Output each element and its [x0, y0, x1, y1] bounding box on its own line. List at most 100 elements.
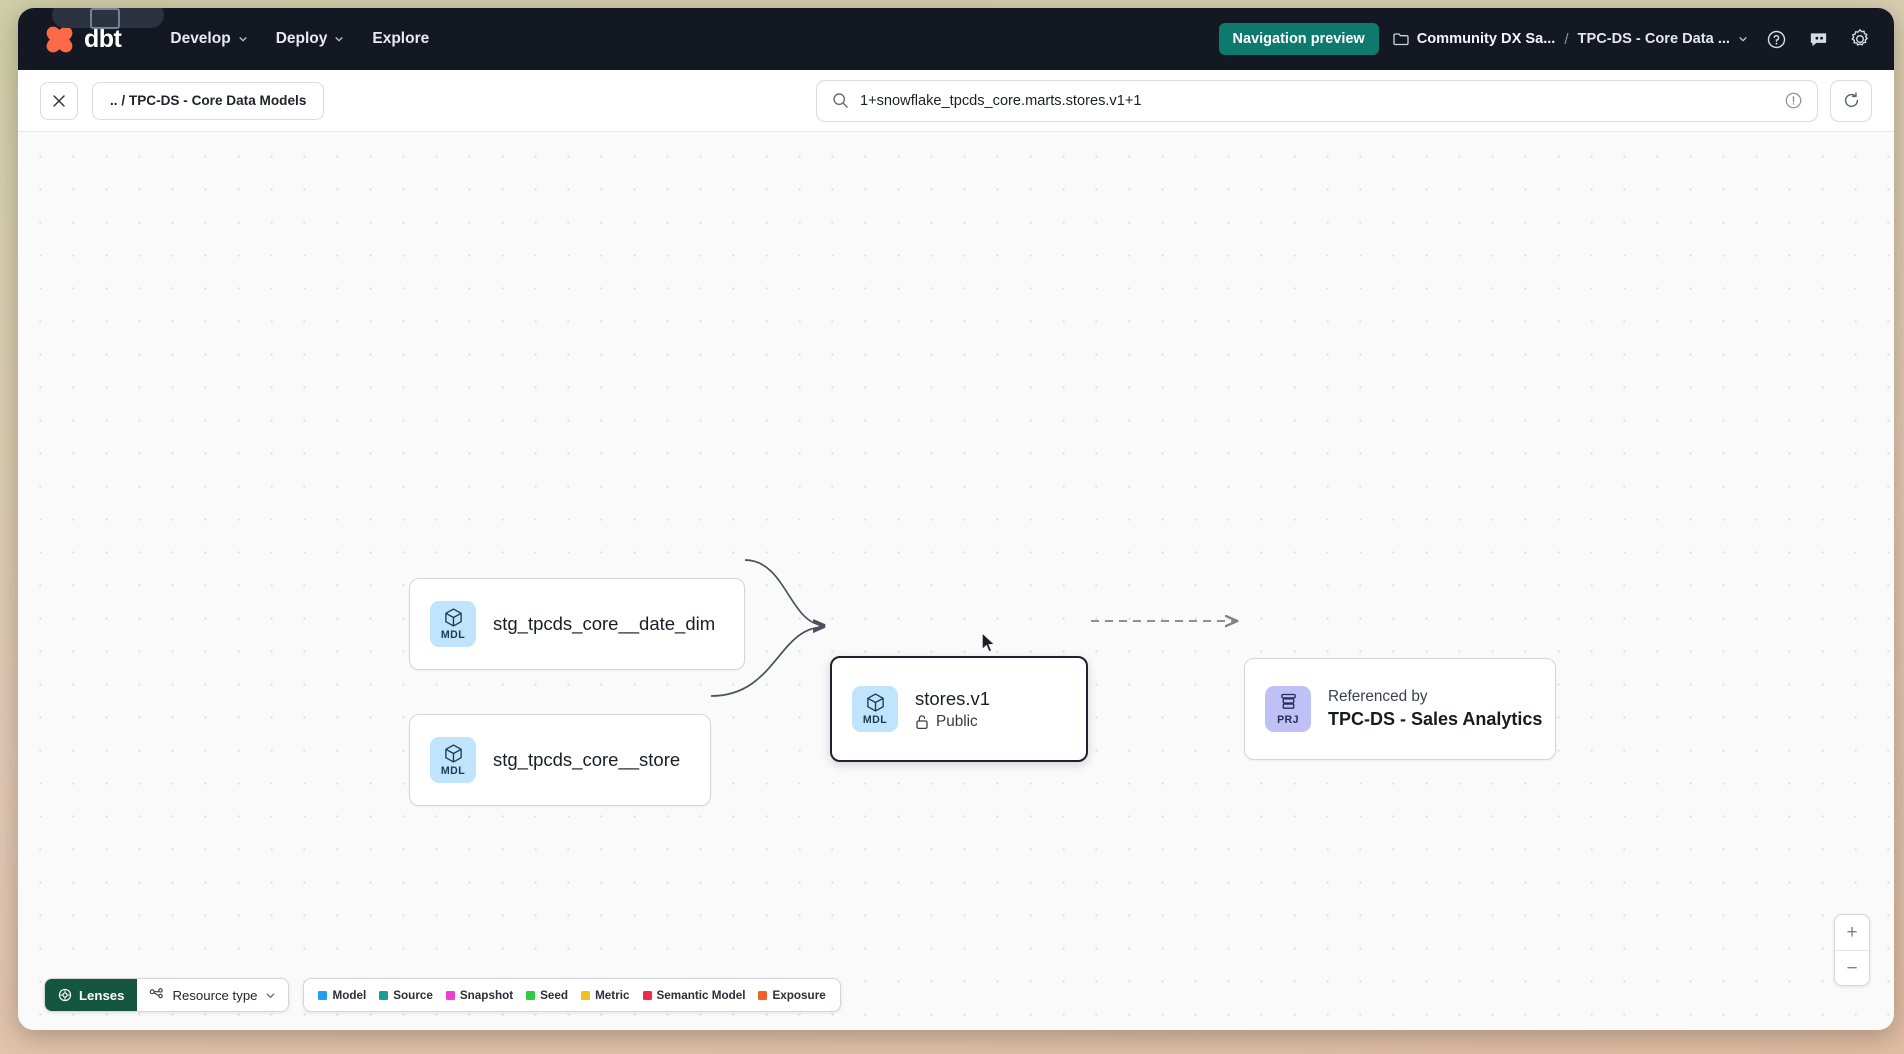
- top-navigation-right: Navigation preview Community DX Sa... / …: [1219, 23, 1874, 55]
- legend-item: Source: [379, 989, 433, 1002]
- legend-label: Model: [332, 989, 366, 1002]
- app-window: dbt Develop Deploy Explore Navigation pr…: [18, 8, 1894, 1030]
- legend-swatch: [643, 991, 652, 1000]
- lens-icon: [58, 988, 72, 1002]
- node-badge-label: MDL: [441, 629, 465, 641]
- close-lineage-button[interactable]: [40, 82, 78, 120]
- legend-swatch: [379, 991, 388, 1000]
- feedback-icon[interactable]: [1804, 25, 1832, 53]
- browser-tab-stub: [52, 8, 164, 28]
- lens-control-group: Lenses Resource type: [44, 978, 289, 1012]
- node-title: stg_tpcds_core__store: [493, 749, 680, 771]
- cube-icon: [865, 692, 886, 713]
- legend-label: Seed: [540, 989, 568, 1002]
- settings-icon[interactable]: [1846, 25, 1874, 53]
- legend-swatch: [758, 991, 767, 1000]
- search-icon: [832, 92, 849, 109]
- search-box[interactable]: [816, 80, 1818, 122]
- node-body: Referenced by TPC-DS - Sales Analytics: [1328, 688, 1542, 730]
- legend-swatch: [526, 991, 535, 1000]
- breadcrumb-project-label: TPC-DS - Core Data ...: [1578, 31, 1730, 47]
- mouse-cursor: [981, 632, 998, 656]
- node-badge-label: MDL: [441, 765, 465, 777]
- node-access-label: Public: [915, 713, 990, 731]
- node-type-badge: PRJ: [1265, 686, 1311, 732]
- legend-item: Metric: [581, 989, 629, 1002]
- legend-item: Snapshot: [446, 989, 513, 1002]
- lineage-breadcrumb-pill[interactable]: .. / TPC-DS - Core Data Models: [92, 82, 324, 120]
- node-title: stores.v1: [915, 688, 990, 710]
- legend-swatch: [581, 991, 590, 1000]
- legend-label: Source: [393, 989, 433, 1002]
- search-area: [816, 80, 1872, 122]
- info-icon[interactable]: [1784, 91, 1803, 110]
- nav-item-deploy-label: Deploy: [276, 30, 328, 48]
- node-body: stores.v1 Public: [915, 688, 990, 731]
- nav-item-develop-label: Develop: [170, 30, 230, 48]
- legend-item: Model: [318, 989, 366, 1002]
- chevron-down-icon: [1738, 34, 1748, 44]
- legend-item: Semantic Model: [643, 989, 746, 1002]
- nav-item-develop[interactable]: Develop: [159, 23, 258, 55]
- lenses-label: Lenses: [79, 988, 124, 1003]
- graph-node-project[interactable]: PRJ Referenced by TPC-DS - Sales Analyti…: [1244, 658, 1556, 760]
- refresh-icon: [1842, 91, 1861, 110]
- node-type-badge: MDL: [430, 737, 476, 783]
- cube-icon: [443, 607, 464, 628]
- top-navigation-bar: dbt Develop Deploy Explore Navigation pr…: [18, 8, 1894, 70]
- resource-type-filter[interactable]: Resource type: [137, 979, 288, 1011]
- breadcrumb-account-label: Community DX Sa...: [1417, 31, 1556, 47]
- breadcrumb-separator: /: [1564, 31, 1568, 48]
- resource-type-legend: Model Source Snapshot Seed Metric: [303, 978, 840, 1012]
- close-icon: [51, 93, 67, 109]
- account-breadcrumb: Community DX Sa... / TPC-DS - Core Data …: [1393, 31, 1748, 48]
- nav-item-explore[interactable]: Explore: [361, 23, 440, 55]
- graph-node-model[interactable]: MDL stg_tpcds_core__store: [409, 714, 711, 806]
- refresh-button[interactable]: [1830, 80, 1872, 122]
- unlock-icon: [915, 714, 929, 730]
- legend-swatch: [446, 991, 455, 1000]
- main-nav: Develop Deploy Explore: [159, 23, 440, 55]
- node-eyebrow: Referenced by: [1328, 688, 1542, 706]
- nav-item-deploy[interactable]: Deploy: [265, 23, 356, 55]
- explorer-toolbar: .. / TPC-DS - Core Data Models: [18, 70, 1894, 132]
- legend-item: Seed: [526, 989, 568, 1002]
- cube-icon: [443, 743, 464, 764]
- lineage-edges: [18, 132, 1894, 1030]
- node-badge-label: PRJ: [1277, 714, 1299, 726]
- legend-label: Exposure: [772, 989, 825, 1002]
- legend-label: Snapshot: [460, 989, 513, 1002]
- chevron-down-icon: [265, 990, 276, 1001]
- navigation-preview-button[interactable]: Navigation preview: [1219, 23, 1379, 55]
- zoom-out-button[interactable]: −: [1835, 950, 1869, 985]
- nav-item-explore-label: Explore: [372, 30, 429, 48]
- resource-type-label: Resource type: [172, 988, 257, 1003]
- node-badge-label: MDL: [863, 714, 887, 726]
- chevron-down-icon: [238, 34, 248, 44]
- lineage-bottom-toolbar: Lenses Resource type: [44, 978, 841, 1012]
- edge-solid: [745, 560, 824, 625]
- zoom-controls: + −: [1834, 914, 1870, 986]
- node-type-badge: MDL: [430, 601, 476, 647]
- resource-graph-icon: [149, 988, 164, 1002]
- chevron-down-icon: [334, 34, 344, 44]
- project-icon: [1278, 692, 1299, 713]
- lenses-button[interactable]: Lenses: [45, 979, 137, 1011]
- node-title: stg_tpcds_core__date_dim: [493, 613, 715, 635]
- zoom-in-button[interactable]: +: [1835, 915, 1869, 950]
- node-type-badge: MDL: [852, 686, 898, 732]
- lineage-canvas[interactable]: MDL stg_tpcds_core__date_dim MDL stg_tpc…: [18, 132, 1894, 1030]
- legend-item: Exposure: [758, 989, 825, 1002]
- legend-swatch: [318, 991, 327, 1000]
- dbt-mark-icon: [44, 24, 75, 55]
- node-title: TPC-DS - Sales Analytics: [1328, 709, 1542, 730]
- legend-label: Semantic Model: [657, 989, 746, 1002]
- legend-label: Metric: [595, 989, 629, 1002]
- graph-node-model[interactable]: MDL stg_tpcds_core__date_dim: [409, 578, 745, 670]
- search-input[interactable]: [860, 93, 1773, 109]
- help-icon[interactable]: [1762, 25, 1790, 53]
- breadcrumb-account[interactable]: Community DX Sa...: [1393, 31, 1556, 47]
- graph-node-selected-model[interactable]: MDL stores.v1 Public: [830, 656, 1088, 762]
- breadcrumb-project[interactable]: TPC-DS - Core Data ...: [1578, 31, 1748, 47]
- node-access-text: Public: [936, 713, 978, 731]
